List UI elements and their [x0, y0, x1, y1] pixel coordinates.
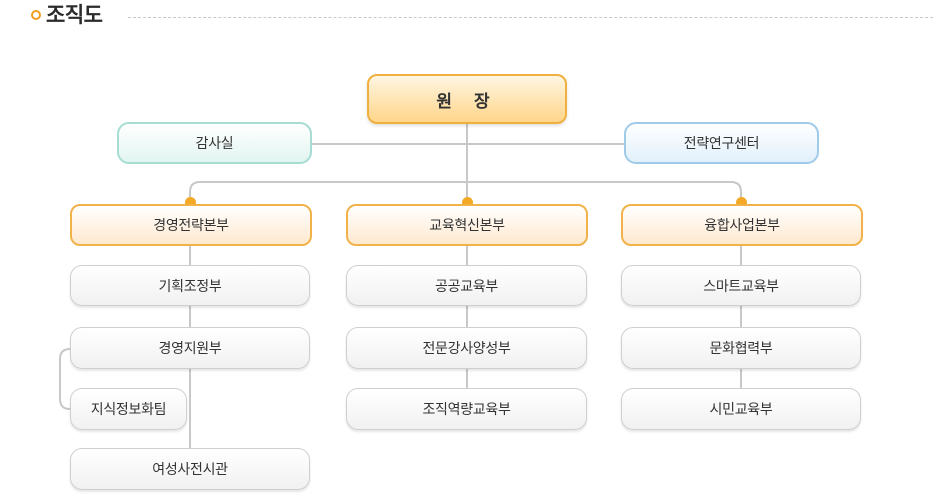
- division-node-icon: [185, 197, 196, 208]
- dept-box[interactable]: 경영지원부: [70, 327, 310, 369]
- dept-box[interactable]: 지식정보화팀: [70, 388, 187, 430]
- division-box-convergence[interactable]: 융합사업본부: [621, 204, 863, 246]
- audit-office-box[interactable]: 감사실: [117, 122, 312, 164]
- dept-box[interactable]: 조직역량교육부: [346, 388, 587, 430]
- strategy-center-box[interactable]: 전략연구센터: [624, 122, 819, 164]
- section-header: 조직도: [0, 0, 933, 36]
- director-box[interactable]: 원 장: [367, 74, 567, 124]
- dept-box[interactable]: 스마트교육부: [621, 265, 861, 306]
- division-node-icon: [736, 197, 747, 208]
- division-bracket-line: [189, 181, 742, 205]
- division-box-management[interactable]: 경영전략본부: [70, 204, 312, 246]
- dept-box[interactable]: 전문강사양성부: [346, 327, 587, 369]
- division-box-education[interactable]: 교육혁신본부: [346, 204, 588, 246]
- dept-box[interactable]: 공공교육부: [346, 265, 587, 306]
- dept-box[interactable]: 시민교육부: [621, 388, 861, 430]
- dept-box[interactable]: 기획조정부: [70, 265, 310, 306]
- dept-box[interactable]: 문화협력부: [621, 327, 861, 369]
- header-divider: [128, 17, 933, 18]
- page-title: 조직도: [46, 3, 103, 27]
- circle-bullet-icon: [31, 10, 41, 20]
- dept-box[interactable]: 여성사전시관: [70, 448, 310, 490]
- division-node-icon: [462, 197, 473, 208]
